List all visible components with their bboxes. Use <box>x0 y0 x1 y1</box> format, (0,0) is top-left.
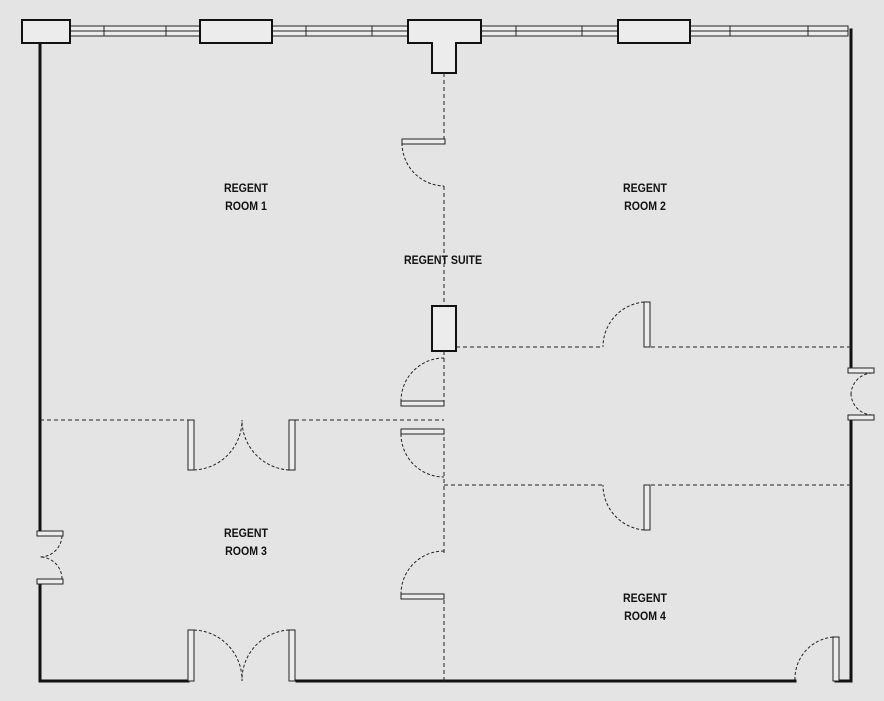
movable-partitions <box>40 73 851 681</box>
room-label-line: REGENT <box>622 181 667 195</box>
room-label-line: REGENT <box>622 591 667 605</box>
room-label-line: ROOM 4 <box>624 609 666 623</box>
outer-walls <box>38 28 853 683</box>
column-block-2 <box>199 19 273 44</box>
door-swings <box>39 142 873 682</box>
room-label-line: ROOM 3 <box>225 544 267 558</box>
room-label-line: REGENT <box>223 181 268 195</box>
room-label-regent-suite: REGENT SUITE <box>381 251 504 269</box>
door-leaves <box>36 138 875 682</box>
center-pillar <box>431 305 457 352</box>
room-label-line: REGENT <box>223 526 268 540</box>
room-label-regent-room-1: REGENT ROOM 1 <box>184 179 307 215</box>
room-label-line: REGENT SUITE <box>403 253 483 267</box>
room-label-regent-room-2: REGENT ROOM 2 <box>583 179 706 215</box>
room-label-regent-room-3: REGENT ROOM 3 <box>184 524 307 560</box>
room-label-line: ROOM 2 <box>624 199 666 213</box>
column-block-1 <box>21 19 71 44</box>
column-block-3 <box>617 19 691 44</box>
room-label-regent-room-4: REGENT ROOM 4 <box>583 589 706 625</box>
column-blocks <box>21 19 691 74</box>
column-block-t <box>407 19 482 74</box>
room-label-line: ROOM 1 <box>225 199 267 213</box>
